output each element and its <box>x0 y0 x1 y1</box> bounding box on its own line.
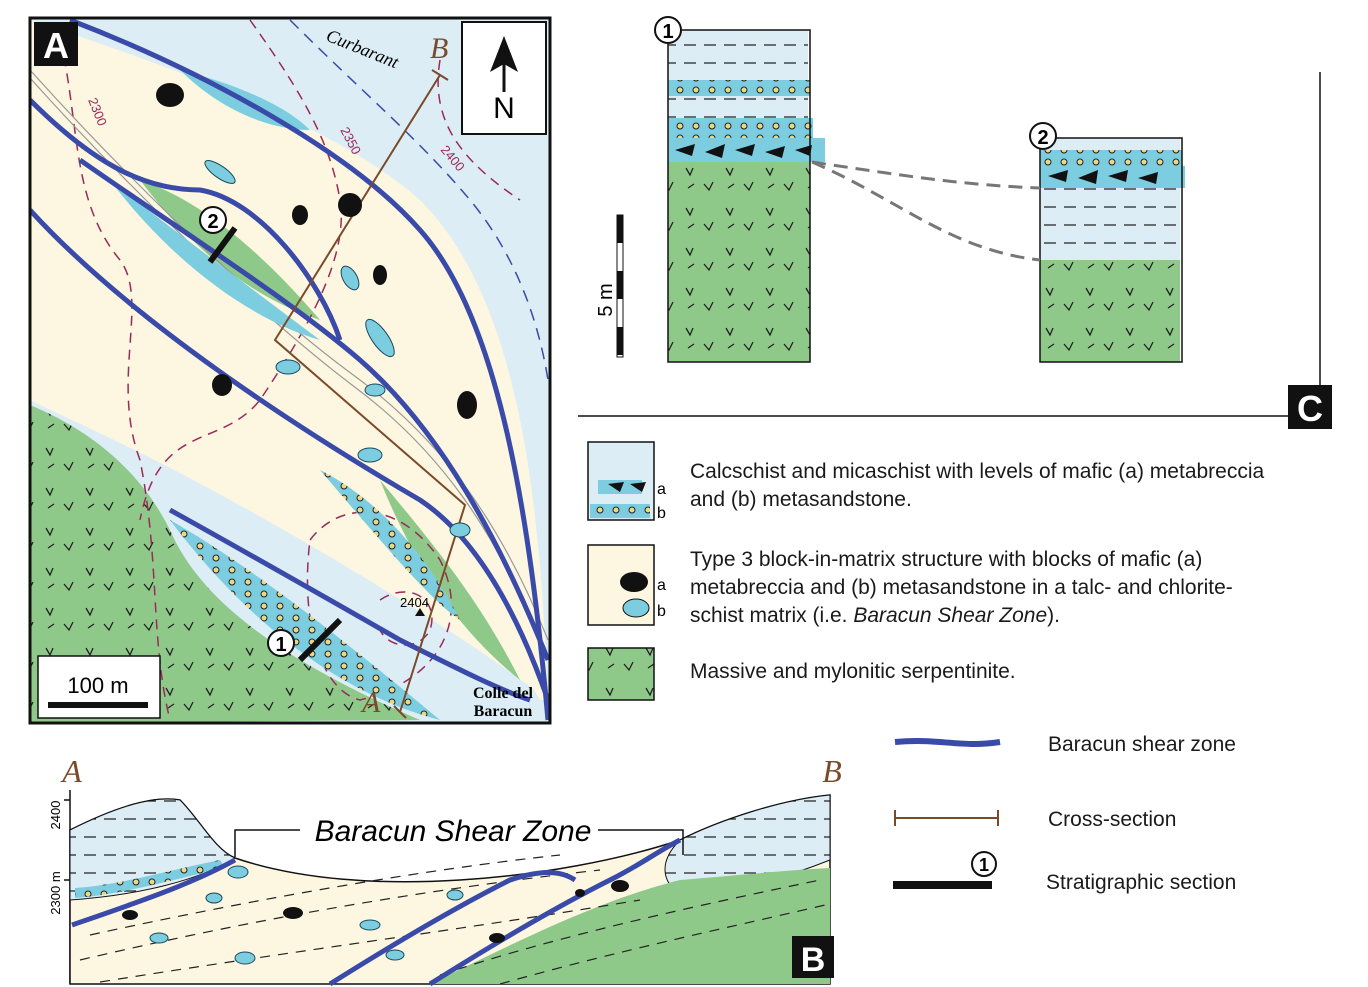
legend-unit1-sub-b: b <box>657 505 666 522</box>
serpentinite-area <box>30 405 420 723</box>
col2-calcschist <box>1040 188 1180 260</box>
column-1-marker-label: 1 <box>662 21 673 43</box>
legend-unit2-line3: schist matrix (i.e. Baracun Shear Zone). <box>690 604 1060 627</box>
map-marker-1 <box>267 629 295 657</box>
place-colle-line1: Colle del <box>473 685 534 702</box>
col1-breccia-clasts <box>675 144 812 158</box>
section-end-b: B <box>822 753 842 789</box>
legend-unit1-line1: Calcschist and micaschist with levels of… <box>690 460 1265 483</box>
legend-strat-section: Stratigraphic section <box>1046 871 1236 894</box>
correlation-line-top <box>811 160 1041 190</box>
column-2-marker <box>1029 122 1057 150</box>
stratigraphic-columns: 5 m 1 2 C <box>578 16 1332 429</box>
serpentinite-lens <box>140 180 320 320</box>
serpentinite-lens-2 <box>380 480 520 680</box>
column-2-marker-label: 2 <box>1037 127 1048 149</box>
section-metasandstone-left <box>75 860 225 898</box>
place-colle-line2: Baracun <box>474 703 533 720</box>
col1-serpentinite <box>668 162 810 362</box>
section-zone-title: Baracun Shear Zone <box>315 815 592 848</box>
legend-shear-line-icon <box>894 738 1001 747</box>
legend-unit1-sub-a: a <box>657 481 666 498</box>
column-scale-seg2 <box>617 271 623 299</box>
map-marker-2 <box>199 206 227 234</box>
cross-section-tick-b <box>431 69 449 81</box>
metasandstone-blocks <box>204 160 471 538</box>
panel-a-label: A <box>43 25 69 66</box>
legend-swatch-metasandstone <box>590 504 650 518</box>
north-label: N <box>493 92 515 125</box>
contour-blue <box>289 19 549 381</box>
map-scale-label: 100 m <box>67 673 128 698</box>
legend-strat-marker-circle <box>971 851 997 877</box>
col2-metasandstone <box>1040 150 1182 166</box>
map-section-end-b: B <box>430 32 448 65</box>
legend-block-metasandstone <box>622 598 650 618</box>
legend-unit2-line1: Type 3 block-in-matrix structure with bl… <box>690 548 1202 571</box>
column-scale-label: 5 m <box>595 283 617 316</box>
panel-b-label: B <box>801 941 826 979</box>
col1-metasandstone-1 <box>668 80 810 96</box>
col2-calcschist-top <box>1040 138 1180 150</box>
strat-section-bar-2 <box>207 226 238 264</box>
section-elev-2300: 2300 m <box>48 871 63 914</box>
legend-unit3-line1: Massive and mylonitic serpentinite. <box>690 660 1016 683</box>
map-section-end-a: A <box>360 686 381 719</box>
geologic-map <box>30 18 550 723</box>
column-scale-seg3 <box>617 327 623 355</box>
cross-section-tick-a <box>393 705 407 719</box>
legend-strat-marker: 1 <box>979 855 989 875</box>
metasandstone-layer <box>170 520 440 720</box>
column-1-marker <box>654 16 682 44</box>
section-serpentinite <box>430 868 830 984</box>
panel-c-label-bg <box>1288 385 1332 429</box>
panel-c-label: C <box>1297 388 1323 429</box>
legend-unit1-line2: and (b) metasandstone. <box>690 488 912 511</box>
col2-outline <box>1039 137 1183 363</box>
section-shear-lines <box>71 837 682 987</box>
legend-unit2-sub-b: b <box>657 603 666 620</box>
column-scale-seg1 <box>617 215 623 243</box>
col2-serpentinite <box>1040 260 1180 362</box>
legend-unit2-sub-a: a <box>657 577 666 594</box>
section-sandstone-blocks <box>149 865 464 965</box>
legend: a b Calcschist and micaschist with level… <box>587 441 1265 894</box>
legend-clast-1 <box>608 482 624 492</box>
legend-cross-section: Cross-section <box>1048 808 1176 831</box>
col1-calcschist-top <box>668 30 808 80</box>
col1-outline <box>667 29 811 363</box>
legend-shear-zone: Baracun shear zone <box>1048 733 1236 756</box>
map-marker-1-label: 1 <box>275 634 286 656</box>
panel-b-label-bg <box>792 936 834 978</box>
spot-height-icon <box>415 608 425 616</box>
north-arrow-icon <box>490 36 518 72</box>
panel-a-label-bg <box>34 22 78 66</box>
legend-clast-2 <box>630 482 646 492</box>
legend-unit2-line2: metabreccia and (b) metasandstone in a t… <box>690 576 1233 599</box>
metasandstone-layer-2 <box>320 470 460 620</box>
legend-block-metabreccia <box>620 572 648 592</box>
map-frame <box>28 16 552 725</box>
legend-swatch-serpentinite <box>587 647 655 701</box>
section-elev-2400: 2400 <box>48 801 63 830</box>
col2-breccia-clasts <box>1048 170 1158 184</box>
spot-height-label: 2404 <box>400 595 429 610</box>
section-end-a: A <box>60 753 82 789</box>
col1-calcschist-mid <box>668 96 808 118</box>
zone-bracket <box>234 829 684 857</box>
metabreccia-blocks <box>156 83 477 419</box>
correlation-line-bottom <box>811 160 1041 262</box>
map-marker-2-label: 2 <box>207 211 218 233</box>
cross-section: 2400 2300 m <box>48 753 842 987</box>
section-foliation <box>79 854 826 985</box>
strat-section-bar-1 <box>297 617 343 663</box>
col1-metasandstone-2 <box>668 118 813 138</box>
section-blocks <box>122 880 629 943</box>
